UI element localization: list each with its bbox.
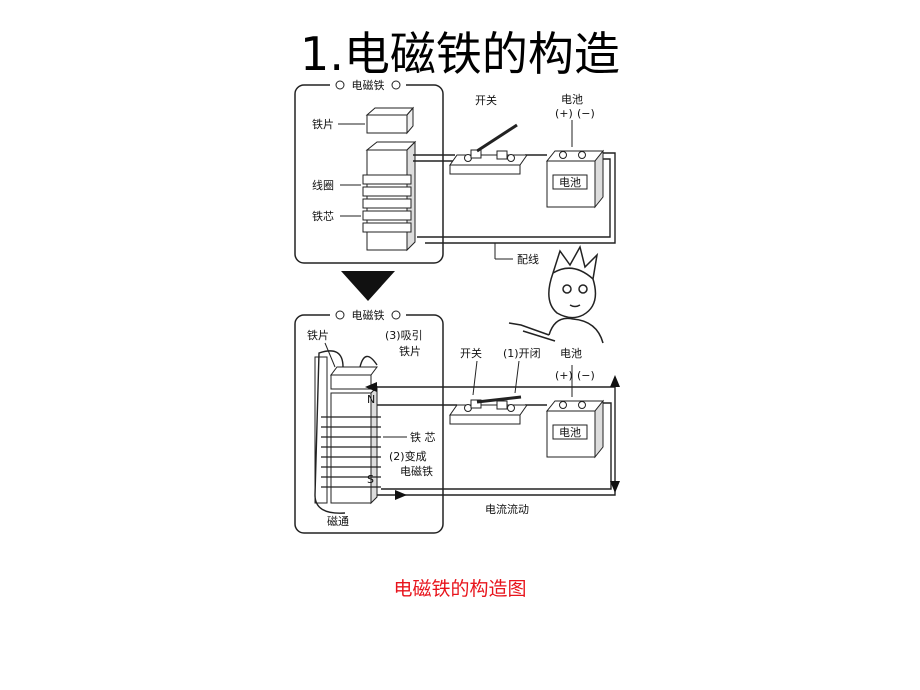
bottom-armature-label: 铁片 <box>307 329 329 342</box>
bottom-panel: 电磁铁 铁片 (3)吸引 铁片 <box>294 308 620 534</box>
top-core-label: 铁芯 <box>312 209 334 223</box>
north-pole-label: N <box>367 393 375 406</box>
bottom-battery-text: 电池 <box>559 426 581 439</box>
top-battery-text: 电池 <box>559 176 581 189</box>
top-battery-plus: (+) <box>555 107 573 120</box>
top-switch-label: 开关 <box>475 93 497 107</box>
bottom-wires <box>377 386 616 496</box>
page-title: 1.电磁铁的构造 <box>300 27 620 81</box>
south-pole-label: S <box>367 473 374 486</box>
top-coil-label: 线圈 <box>312 178 334 192</box>
bottom-battery-plus: (+) <box>555 369 573 382</box>
diagram-caption: 电磁铁的构造图 <box>393 578 527 600</box>
current-arrow-right-top <box>610 375 620 387</box>
bottom-battery <box>545 399 605 459</box>
top-battery-label: 电池 <box>561 93 583 106</box>
bottom-become-label-1: (2)变成 <box>389 449 427 463</box>
top-armature-plate <box>365 106 415 135</box>
magnetic-flux-label: 磁通 <box>327 515 349 528</box>
current-flow-label: 电流流动 <box>485 502 529 516</box>
bottom-become-label-2: 电磁铁 <box>400 465 433 478</box>
bottom-switch-label: 开关 <box>460 346 482 360</box>
current-arrow-top <box>365 382 377 392</box>
down-arrow <box>341 271 395 301</box>
bottom-core-label: 铁 芯 <box>410 430 436 444</box>
top-frame-label: 电磁铁 <box>352 79 385 92</box>
top-armature-label: 铁片 <box>312 118 334 131</box>
bottom-frame-label: 电磁铁 <box>352 309 385 322</box>
bottom-attract-label-2: 铁片 <box>399 345 421 358</box>
bottom-battery-label: 电池 <box>560 347 582 360</box>
top-battery-minus: (−) <box>577 107 595 120</box>
bottom-switch <box>449 395 528 425</box>
top-switch <box>449 123 528 175</box>
bottom-attract-label-1: (3)吸引 <box>385 328 423 342</box>
top-panel: 电磁铁 铁片 线圈 铁芯 <box>294 78 616 266</box>
top-wires <box>413 152 616 244</box>
magnetic-flux-loop <box>314 350 378 514</box>
bottom-armature-plate <box>330 366 378 390</box>
boy-illustration <box>508 244 604 344</box>
electromagnet-diagram: 电磁铁 铁片 线圈 铁芯 <box>294 78 620 534</box>
top-core-coil <box>362 140 417 252</box>
bottom-close-label: (1)开闭 <box>503 347 541 360</box>
top-battery <box>545 149 605 209</box>
bottom-core-coil <box>321 385 381 505</box>
current-arrow-bottom <box>395 490 407 500</box>
bottom-battery-minus: (−) <box>577 369 595 382</box>
current-arrow-right-bottom <box>610 481 620 493</box>
top-wire-label: 配线 <box>517 252 539 266</box>
